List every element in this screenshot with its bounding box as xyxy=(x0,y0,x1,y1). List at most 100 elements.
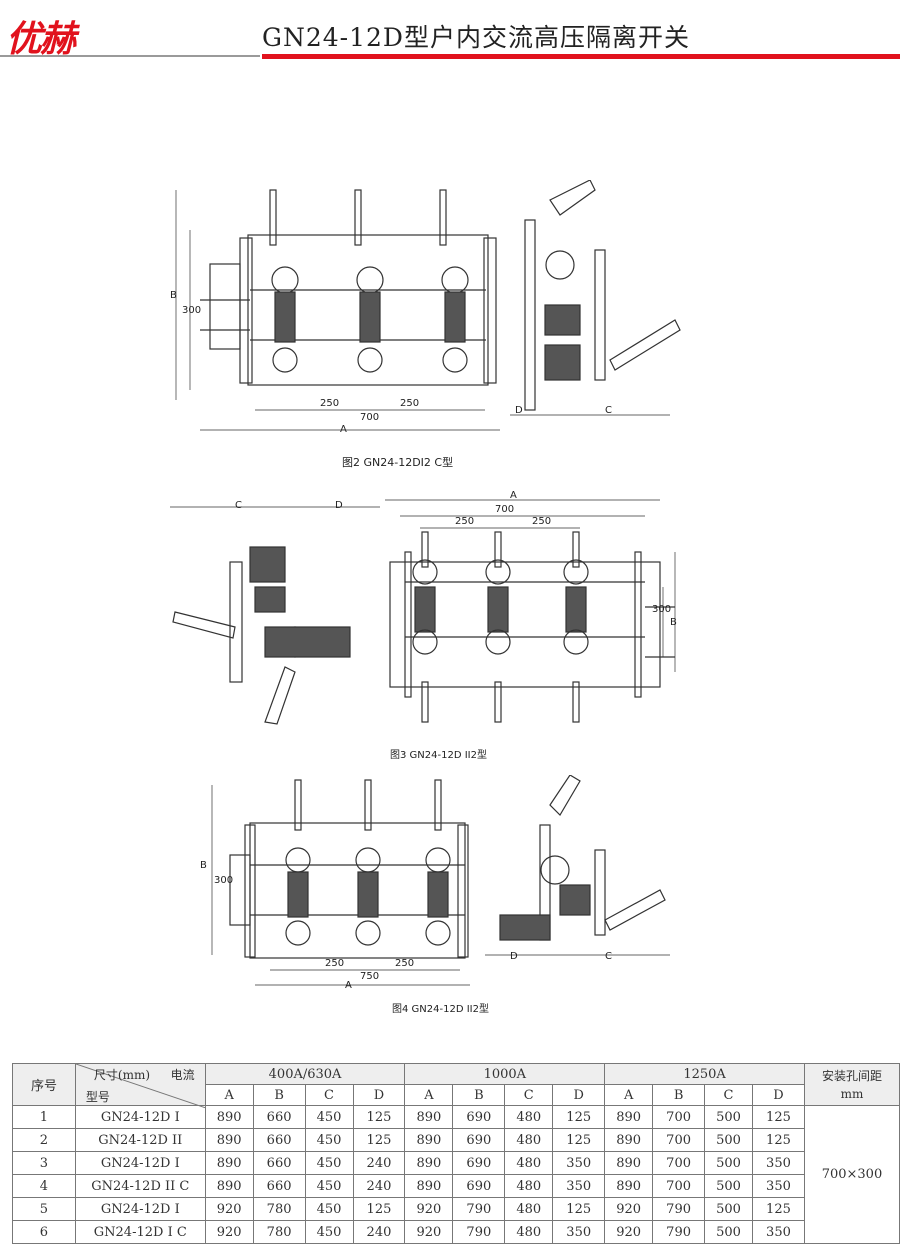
header-rule-red xyxy=(262,54,900,59)
subhead-B: B xyxy=(252,1084,306,1106)
row-value: 890 xyxy=(604,1151,654,1175)
row-value: 450 xyxy=(304,1197,354,1221)
row-value: 700 xyxy=(652,1151,706,1175)
row-model: GN24-12D II C xyxy=(74,1174,206,1198)
dim-B: B xyxy=(200,860,207,871)
row-value: 125 xyxy=(752,1128,805,1152)
row-value: 480 xyxy=(504,1151,554,1175)
subhead-C: C xyxy=(504,1084,554,1106)
row-value: 890 xyxy=(204,1174,254,1198)
row-value: 450 xyxy=(304,1174,354,1198)
row-value: 240 xyxy=(352,1151,406,1175)
row-value: 920 xyxy=(204,1220,254,1244)
row-value: 480 xyxy=(504,1105,554,1129)
row-value: 500 xyxy=(704,1220,753,1244)
figure-3-drawing: C D A 700 250 250 300 B xyxy=(165,490,685,742)
subhead-D: D xyxy=(752,1084,805,1106)
row-value: 125 xyxy=(352,1197,406,1221)
row-index: 2 xyxy=(12,1128,76,1152)
figure-4-drawing: 250 250 750 A B 300 D C xyxy=(200,775,680,1000)
row-value: 350 xyxy=(552,1220,606,1244)
row-value: 450 xyxy=(304,1105,354,1129)
row-value: 350 xyxy=(752,1220,805,1244)
dim-250-left: 250 xyxy=(320,398,340,409)
row-value: 890 xyxy=(404,1151,454,1175)
row-value: 920 xyxy=(604,1197,654,1221)
row-value: 125 xyxy=(552,1128,606,1152)
dim-B: B xyxy=(670,617,677,628)
row-value: 920 xyxy=(404,1197,454,1221)
subhead-D: D xyxy=(352,1084,406,1106)
row-model: GN24-12D I xyxy=(74,1105,206,1129)
figure-2-drawing: 250 250 700 A B 300 D C xyxy=(170,180,690,440)
row-value: 480 xyxy=(504,1174,554,1198)
row-value: 690 xyxy=(452,1151,506,1175)
row-value: 890 xyxy=(204,1105,254,1129)
row-value: 700 xyxy=(652,1174,706,1198)
header-size-label: 尺寸(mm) xyxy=(93,1068,151,1082)
dim-250-left: 250 xyxy=(325,958,345,969)
row-value: 690 xyxy=(452,1128,506,1152)
dim-C: C xyxy=(235,500,242,511)
row-value: 450 xyxy=(304,1151,354,1175)
header-rule-thin xyxy=(0,55,260,57)
row-value: 125 xyxy=(752,1105,805,1129)
row-value: 350 xyxy=(752,1174,805,1198)
row-value: 690 xyxy=(452,1174,506,1198)
spec-table: 序号 尺寸(mm) 电流 型号 400A/630A 1000A 1250A 安装… xyxy=(12,1063,900,1244)
header-mount-unit: mm xyxy=(840,1086,864,1101)
row-value: 890 xyxy=(604,1174,654,1198)
dim-750: 750 xyxy=(360,971,380,982)
figure-4-caption: 图4 GN24-12D II2型 xyxy=(392,1004,489,1015)
subhead-C: C xyxy=(304,1084,354,1106)
row-model: GN24-12D II xyxy=(74,1128,206,1152)
brand-logo: 优赫 xyxy=(6,19,76,60)
dim-A: A xyxy=(510,490,517,501)
row-value: 240 xyxy=(352,1220,406,1244)
row-value: 790 xyxy=(452,1220,506,1244)
row-value: 660 xyxy=(252,1105,306,1129)
row-index: 6 xyxy=(12,1220,76,1244)
subhead-D: D xyxy=(552,1084,606,1106)
row-value: 350 xyxy=(552,1174,606,1198)
dim-300: 300 xyxy=(652,604,672,615)
row-value: 790 xyxy=(452,1197,506,1221)
row-model: GN24-12D I xyxy=(74,1151,206,1175)
row-value: 660 xyxy=(252,1174,306,1198)
subhead-A: A xyxy=(404,1084,454,1106)
subhead-B: B xyxy=(652,1084,706,1106)
row-value: 690 xyxy=(452,1105,506,1129)
row-value: 920 xyxy=(404,1220,454,1244)
header-mount-label: 安装孔间距 xyxy=(821,1068,882,1083)
header-group-1000: 1000A xyxy=(404,1063,606,1085)
subhead-B: B xyxy=(452,1084,506,1106)
dim-B: B xyxy=(170,290,177,301)
row-value: 700 xyxy=(652,1105,706,1129)
row-value: 125 xyxy=(552,1105,606,1129)
row-value: 480 xyxy=(504,1220,554,1244)
dim-C: C xyxy=(605,951,612,962)
row-value: 920 xyxy=(604,1220,654,1244)
dim-D: D xyxy=(510,951,518,962)
row-value: 890 xyxy=(604,1128,654,1152)
row-value: 450 xyxy=(304,1220,354,1244)
diagonal-divider xyxy=(75,1064,206,1108)
row-value: 480 xyxy=(504,1197,554,1221)
row-value: 125 xyxy=(552,1197,606,1221)
figure-2-caption: 图2 GN24-12DI2 C型 xyxy=(342,456,454,469)
dim-300: 300 xyxy=(214,875,234,886)
header-mount-spacing: 安装孔间距 mm xyxy=(803,1063,900,1106)
row-model: GN24-12D I xyxy=(74,1197,206,1221)
header-index: 序号 xyxy=(12,1063,76,1106)
row-value: 125 xyxy=(352,1105,406,1129)
dim-700: 700 xyxy=(360,412,380,423)
row-value: 500 xyxy=(704,1151,753,1175)
header-current-label: 电流 xyxy=(170,1068,195,1082)
dim-D: D xyxy=(335,500,343,511)
dim-D: D xyxy=(515,405,523,416)
